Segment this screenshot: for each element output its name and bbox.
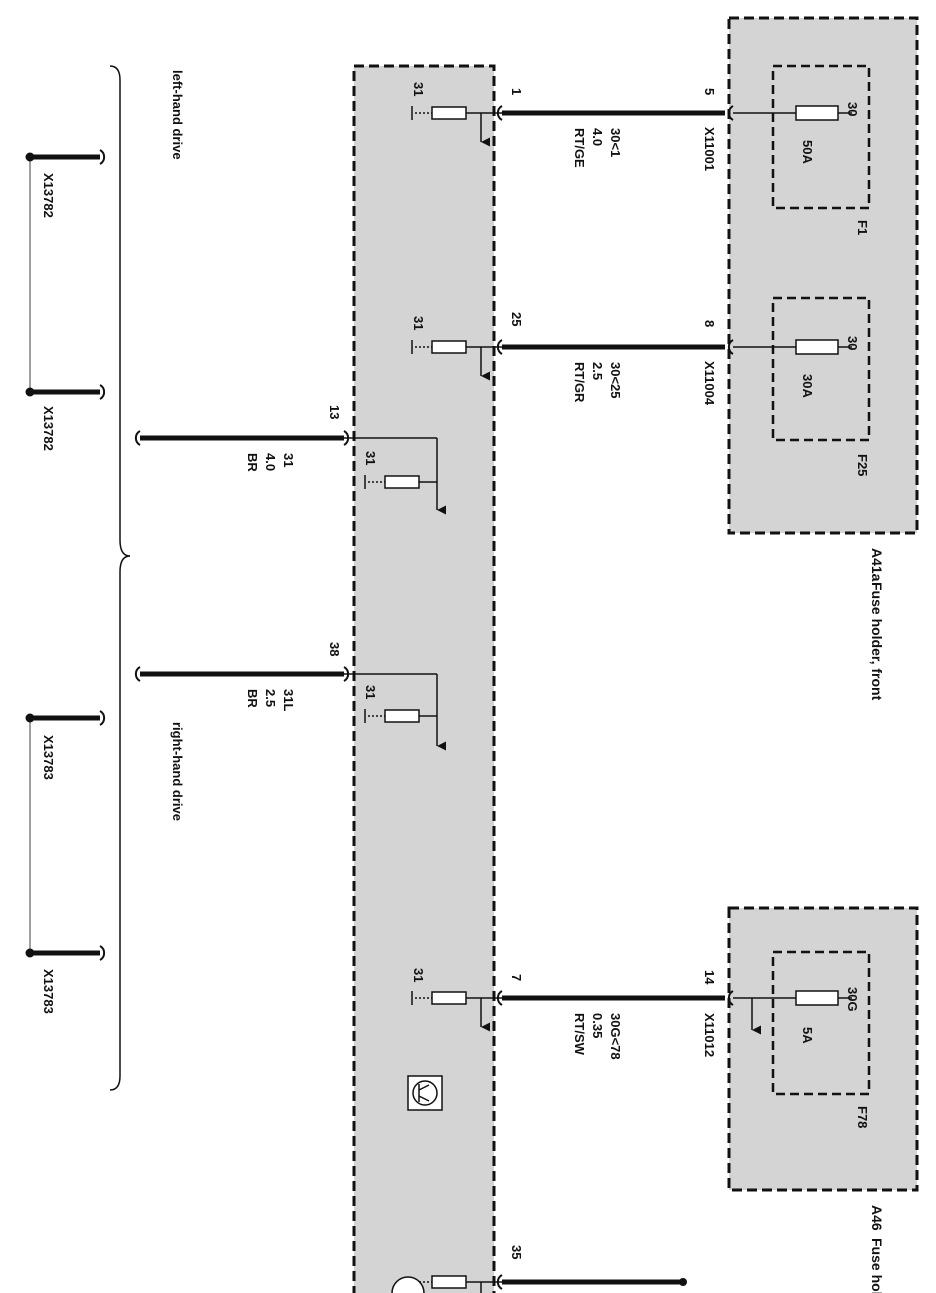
fuse-holder-front-id: A41a — [869, 548, 885, 582]
fuse-f78-rating: 5A — [800, 1027, 815, 1044]
pin-7-number: 7 — [509, 974, 524, 981]
pin-13-size: 4.0 — [263, 453, 278, 471]
fuse-f1-symbol — [733, 105, 852, 121]
pin-1-number: 1 — [509, 88, 524, 95]
partial-symbol-bottom — [391, 1276, 425, 1293]
pin-38-ground: 31 — [363, 685, 378, 699]
pin-35-number: 35 — [509, 1245, 524, 1259]
fuse-f78-id: F78 — [855, 1106, 870, 1128]
resistor-pin35 — [415, 1275, 502, 1293]
connector-x13783-a — [25, 710, 106, 726]
fuse-f25-rating: 30A — [800, 374, 815, 398]
resistor-pin13 — [344, 437, 446, 515]
pin-25-color: RT/GR — [572, 362, 587, 403]
pin-25-size: 2.5 — [590, 362, 605, 380]
fuse-f1-pin: 5 — [702, 88, 717, 95]
resistor-pin38 — [344, 673, 446, 751]
pin-7-circuit: 30G<78 — [608, 1013, 623, 1060]
pin-25-circuit: 30<25 — [608, 362, 623, 399]
connector-x13782-a — [25, 149, 106, 165]
fuse-f78-symbol — [733, 990, 852, 1035]
resistor-pin25 — [411, 340, 502, 381]
fuse-f78-pin: 14 — [702, 970, 717, 985]
pin-38-circuit: 31L — [281, 689, 296, 711]
pin-25-ground: 31 — [411, 316, 426, 330]
connector-x13783-b — [25, 945, 106, 961]
fuse-f25-symbol — [733, 339, 852, 355]
connector-x13782-b-label: X13782 — [41, 406, 56, 451]
pin-1-ground: 31 — [411, 82, 426, 96]
fuse-f25-id: F25 — [855, 454, 870, 476]
fuse-f25-box — [771, 296, 871, 442]
resistor-pin1 — [411, 106, 502, 147]
pin-13-circuit: 31 — [281, 453, 296, 467]
transistor-icon — [407, 1075, 443, 1111]
fuse-f1-id: F1 — [855, 220, 870, 235]
pin-25-number: 25 — [509, 312, 524, 326]
pin-1-color: RT/GE — [572, 128, 587, 168]
connector-x13782-b — [25, 384, 106, 400]
pin-13-ground: 31 — [363, 451, 378, 465]
connector-x13783-b-label: X13783 — [41, 969, 56, 1014]
connector-x13782-a-label: X13782 — [41, 173, 56, 218]
pin-13-number: 13 — [327, 405, 342, 419]
fuse-holder-front-name: Fuse holder, front — [869, 582, 885, 701]
resistor-pin7 — [411, 991, 502, 1032]
right-hand-drive-label: right-hand drive — [170, 722, 185, 821]
fuse-f1-box — [771, 64, 871, 210]
pin-38-color: BR — [245, 689, 260, 708]
fuse-f1-terminal: 30 — [845, 102, 860, 116]
fuse-f25-connector: X11004 — [702, 361, 717, 406]
fuse-holder-2-id: A46 — [869, 1205, 885, 1231]
pin-1-size: 4.0 — [590, 128, 605, 146]
pin-7-color: RT/SW — [572, 1013, 587, 1056]
pin-38-size: 2.5 — [263, 689, 278, 707]
left-hand-drive-label: left-hand drive — [170, 70, 185, 160]
fuse-holder-2-name: Fuse holde — [869, 1238, 885, 1293]
pin-13-color: BR — [245, 453, 260, 472]
fuse-f78-terminal: 30G — [845, 987, 860, 1012]
pin-7-size: 0.35 — [590, 1013, 605, 1038]
fuse-f78-connector: X11012 — [702, 1013, 717, 1057]
brace-left-hand — [109, 65, 131, 557]
fuse-f25-pin: 8 — [702, 320, 717, 327]
fuse-f1-connector: X11001 — [702, 127, 717, 171]
pin-38-number: 38 — [327, 642, 342, 656]
connector-x13783-a-label: X13783 — [41, 735, 56, 780]
wire-pin35-dot — [679, 1278, 687, 1286]
fuse-f25-terminal: 30 — [845, 336, 860, 350]
fuse-f78-box — [771, 950, 871, 1096]
brace-right-hand — [109, 555, 131, 1091]
fuse-f1-rating: 50A — [800, 140, 815, 164]
pin-1-circuit: 30<1 — [608, 128, 623, 157]
pin-7-ground: 31 — [411, 968, 426, 982]
